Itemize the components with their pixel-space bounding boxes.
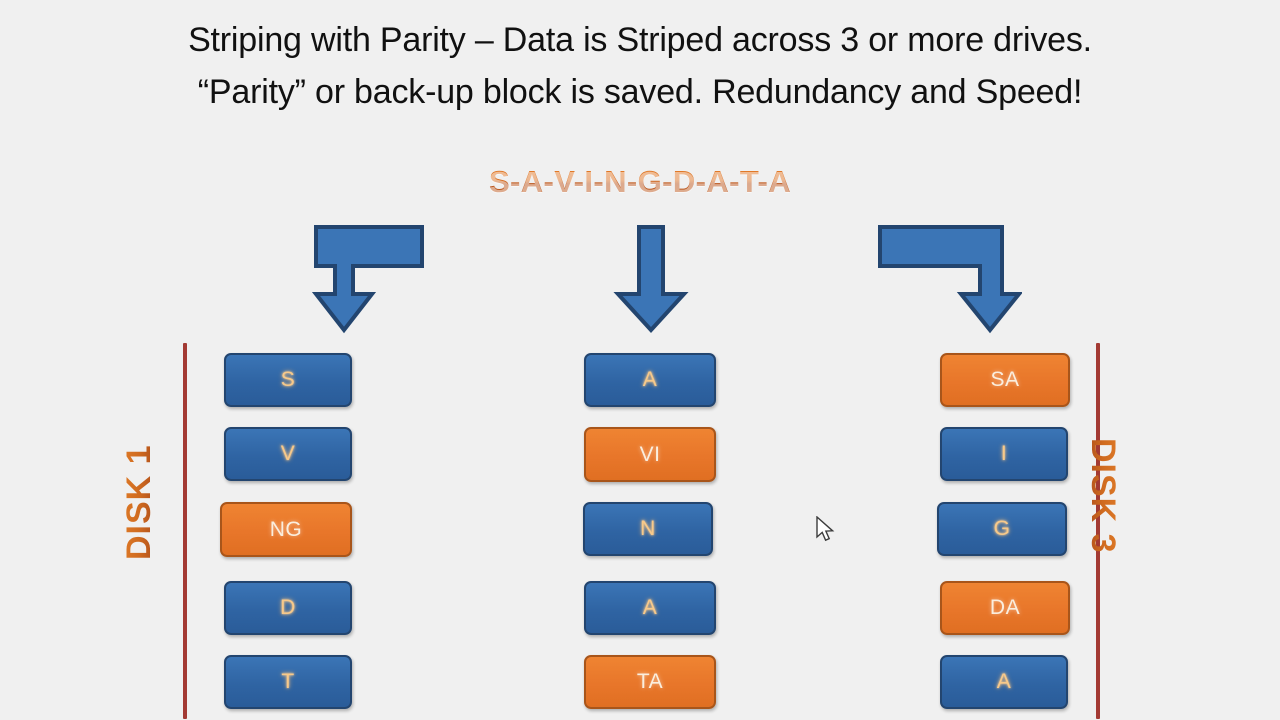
disk-1-block-3[interactable]: NG	[220, 502, 352, 557]
disk-2-block-2[interactable]: VI	[584, 427, 716, 482]
disk-3-label: DISK 3	[1084, 438, 1122, 554]
page-title-line-1: Striping with Parity – Data is Striped a…	[188, 21, 1092, 59]
disk-3-block-2[interactable]: I	[940, 427, 1068, 481]
disk-1-boundary-rule	[183, 343, 187, 719]
page-title: Striping with Parity – Data is Striped a…	[60, 14, 1220, 118]
disk-3-boundary-rule	[1096, 343, 1100, 719]
disk-1-block-1[interactable]: S	[224, 353, 352, 407]
disk-3-flow-arrow	[878, 225, 1022, 334]
arrow-cursor	[816, 516, 835, 542]
disk-3-block-1[interactable]: SA	[940, 353, 1070, 407]
disk-2-block-1[interactable]: A	[584, 353, 716, 407]
disk-1-block-2[interactable]: V	[224, 427, 352, 481]
disk-2-block-5[interactable]: TA	[584, 655, 716, 709]
data-string-heading: S-A-V-I-N-G-D-A-T-A	[0, 164, 1280, 200]
disk-2-block-4[interactable]: A	[584, 581, 716, 635]
disk-3-block-3[interactable]: G	[937, 502, 1067, 556]
page-title-line-2: “Parity” or back-up block is saved. Redu…	[197, 73, 1083, 111]
disk-1-flow-arrow	[311, 225, 424, 334]
disk-1-block-4[interactable]: D	[224, 581, 352, 635]
disk-3-block-5[interactable]: A	[940, 655, 1068, 709]
disk-1-block-5[interactable]: T	[224, 655, 352, 709]
disk-2-block-3[interactable]: N	[583, 502, 713, 556]
disk-2-flow-arrow	[613, 225, 689, 333]
disk-3-block-4[interactable]: DA	[940, 581, 1070, 635]
disk-1-label: DISK 1	[120, 444, 158, 560]
